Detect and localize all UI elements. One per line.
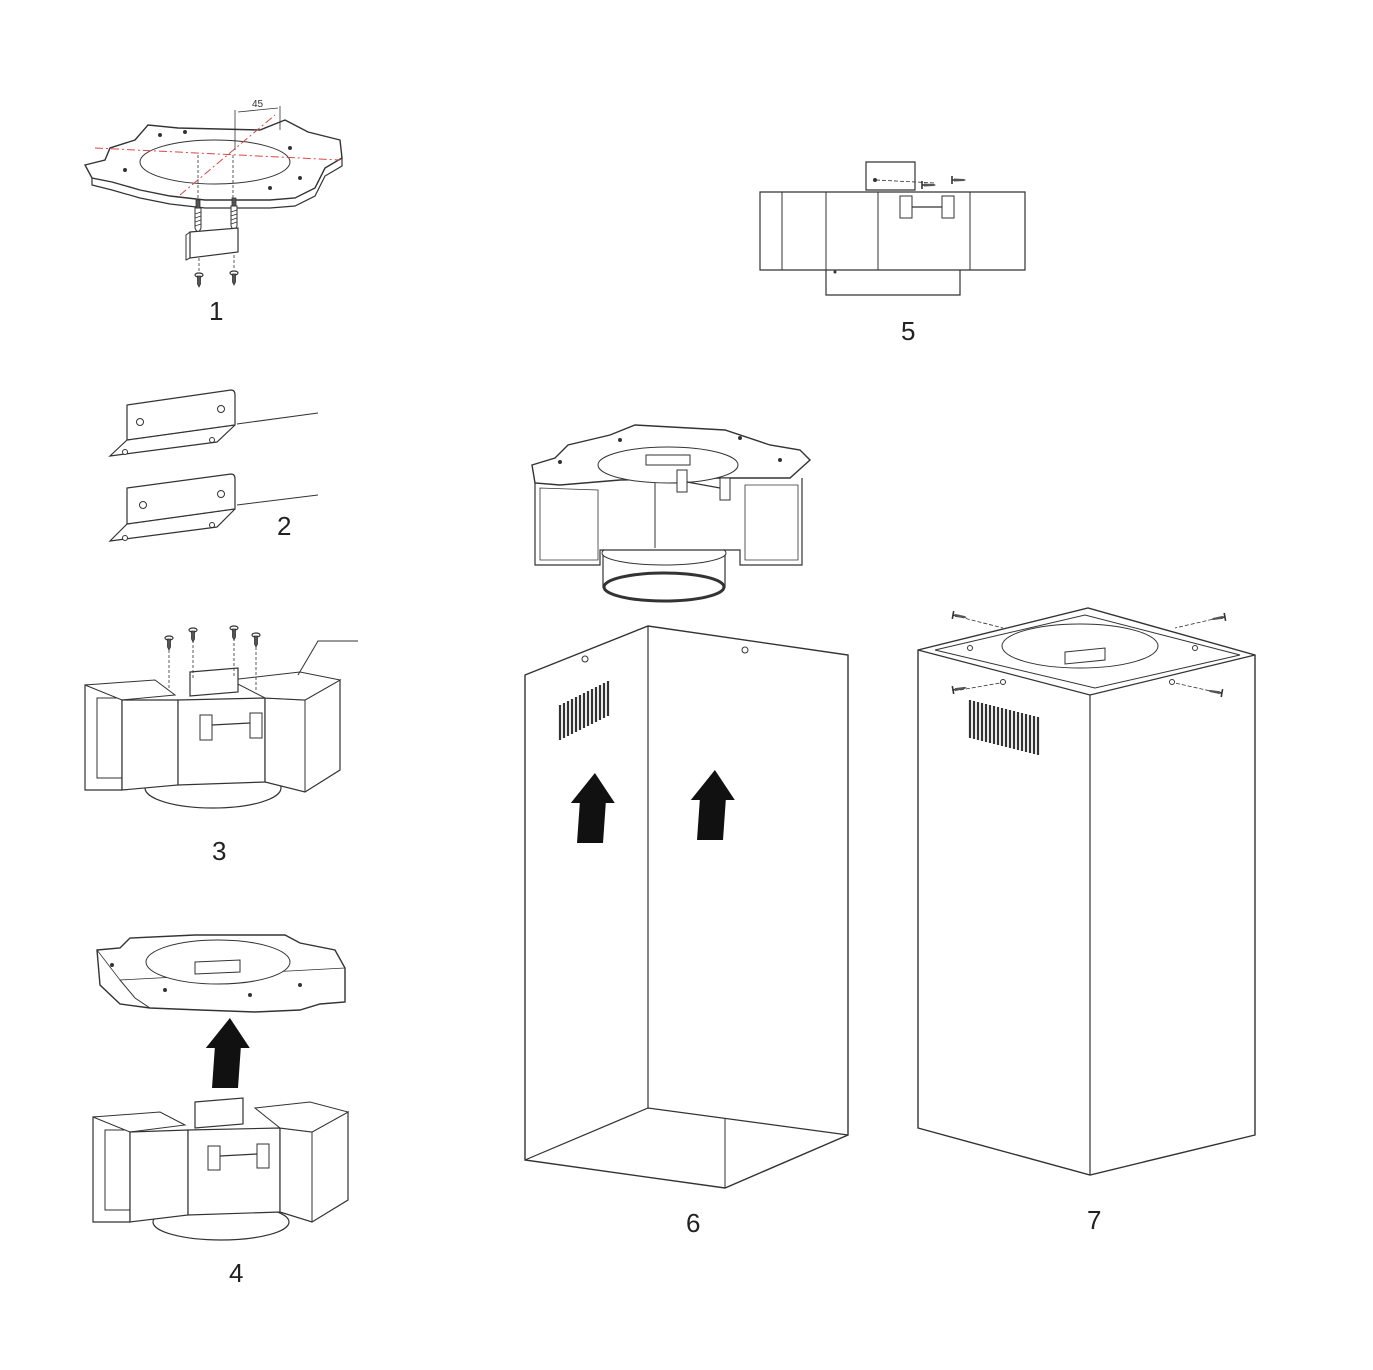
step-7-fixed-chimney: 7 <box>917 607 1256 1235</box>
step-number-1: 1 <box>209 296 223 326</box>
vent-slots-6 <box>558 681 610 740</box>
step-6-chimney-slide-up: 6 <box>524 424 849 1238</box>
step-4-attach-ceiling-plate: 4 <box>92 934 350 1288</box>
step-number-6: 6 <box>686 1208 700 1238</box>
step-3-frame-assembly: 3 <box>84 625 358 866</box>
step-number-5: 5 <box>901 316 915 346</box>
step-2-brackets: 2 <box>108 389 319 542</box>
step-number-3: 3 <box>212 836 226 866</box>
step-5-top-view-frame: 5 <box>759 161 1026 346</box>
step-number-2: 2 <box>277 511 291 541</box>
dimension-label: 45 <box>252 99 264 110</box>
step-number-4: 4 <box>229 1258 243 1288</box>
step-1-ceiling-plate-marking: 45 1 <box>83 99 343 326</box>
vent-slots-7 <box>968 700 1040 755</box>
step-number-7: 7 <box>1087 1205 1101 1235</box>
